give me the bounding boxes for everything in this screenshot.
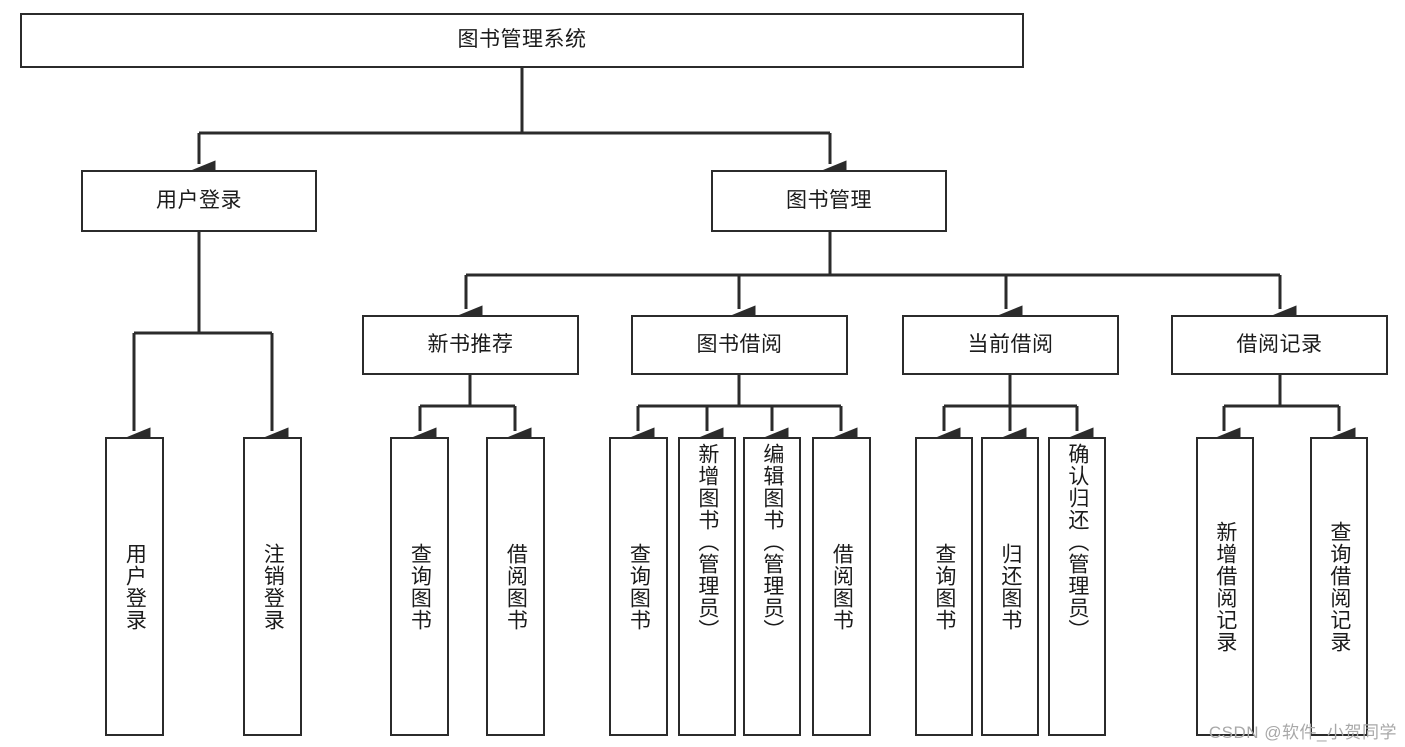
node-leaf-add-book-label: 新增图书（管理员） xyxy=(695,443,719,641)
node-leaf-edit-book[interactable]: 编辑图书（管理员） xyxy=(743,437,801,736)
node-user-login-label: 用户登录 xyxy=(156,188,242,212)
node-leaf-query-book-3[interactable]: 查询图书 xyxy=(915,437,973,736)
node-leaf-borrow-book-1-label: 借阅图书 xyxy=(504,542,528,631)
node-leaf-query-record-label: 查询借阅记录 xyxy=(1327,520,1351,653)
node-leaf-confirm-return[interactable]: 确认归还（管理员） xyxy=(1048,437,1106,736)
node-leaf-logout-login-label: 注销登录 xyxy=(261,542,285,631)
node-borrow-record[interactable]: 借阅记录 xyxy=(1171,315,1388,375)
node-new-book-recommend[interactable]: 新书推荐 xyxy=(362,315,579,375)
node-user-login[interactable]: 用户登录 xyxy=(81,170,317,232)
node-root[interactable]: 图书管理系统 xyxy=(20,13,1024,68)
node-leaf-borrow-book-2-label: 借阅图书 xyxy=(830,542,854,631)
node-leaf-user-login-label: 用户登录 xyxy=(123,542,147,631)
node-leaf-add-book[interactable]: 新增图书（管理员） xyxy=(678,437,736,736)
node-leaf-query-record[interactable]: 查询借阅记录 xyxy=(1310,437,1368,736)
node-new-book-recommend-label: 新书推荐 xyxy=(427,332,514,356)
node-leaf-return-book-label: 归还图书 xyxy=(998,542,1022,631)
node-leaf-borrow-book-2[interactable]: 借阅图书 xyxy=(812,437,871,736)
node-leaf-query-book-2-label: 查询图书 xyxy=(627,542,651,631)
node-book-borrow[interactable]: 图书借阅 xyxy=(631,315,848,375)
node-leaf-confirm-return-label: 确认归还（管理员） xyxy=(1065,443,1089,641)
node-book-manage-label: 图书管理 xyxy=(786,188,872,212)
node-leaf-query-book-1[interactable]: 查询图书 xyxy=(390,437,449,736)
node-root-label: 图书管理系统 xyxy=(457,28,587,52)
node-current-borrow-label: 当前借阅 xyxy=(967,332,1054,356)
node-borrow-record-label: 借阅记录 xyxy=(1236,332,1323,356)
node-leaf-borrow-book-1[interactable]: 借阅图书 xyxy=(486,437,545,736)
node-leaf-user-login[interactable]: 用户登录 xyxy=(105,437,164,736)
node-leaf-query-book-2[interactable]: 查询图书 xyxy=(609,437,668,736)
node-book-borrow-label: 图书借阅 xyxy=(696,332,783,356)
node-leaf-logout-login[interactable]: 注销登录 xyxy=(243,437,302,736)
node-leaf-return-book[interactable]: 归还图书 xyxy=(981,437,1039,736)
node-leaf-add-record[interactable]: 新增借阅记录 xyxy=(1196,437,1254,736)
node-current-borrow[interactable]: 当前借阅 xyxy=(902,315,1119,375)
node-leaf-edit-book-label: 编辑图书（管理员） xyxy=(760,443,784,641)
node-leaf-query-book-1-label: 查询图书 xyxy=(408,542,432,631)
node-leaf-add-record-label: 新增借阅记录 xyxy=(1213,520,1237,653)
watermark-text: CSDN @软件_小贺同学 xyxy=(1208,723,1397,742)
node-leaf-query-book-3-label: 查询图书 xyxy=(932,542,956,631)
node-book-manage[interactable]: 图书管理 xyxy=(711,170,947,232)
